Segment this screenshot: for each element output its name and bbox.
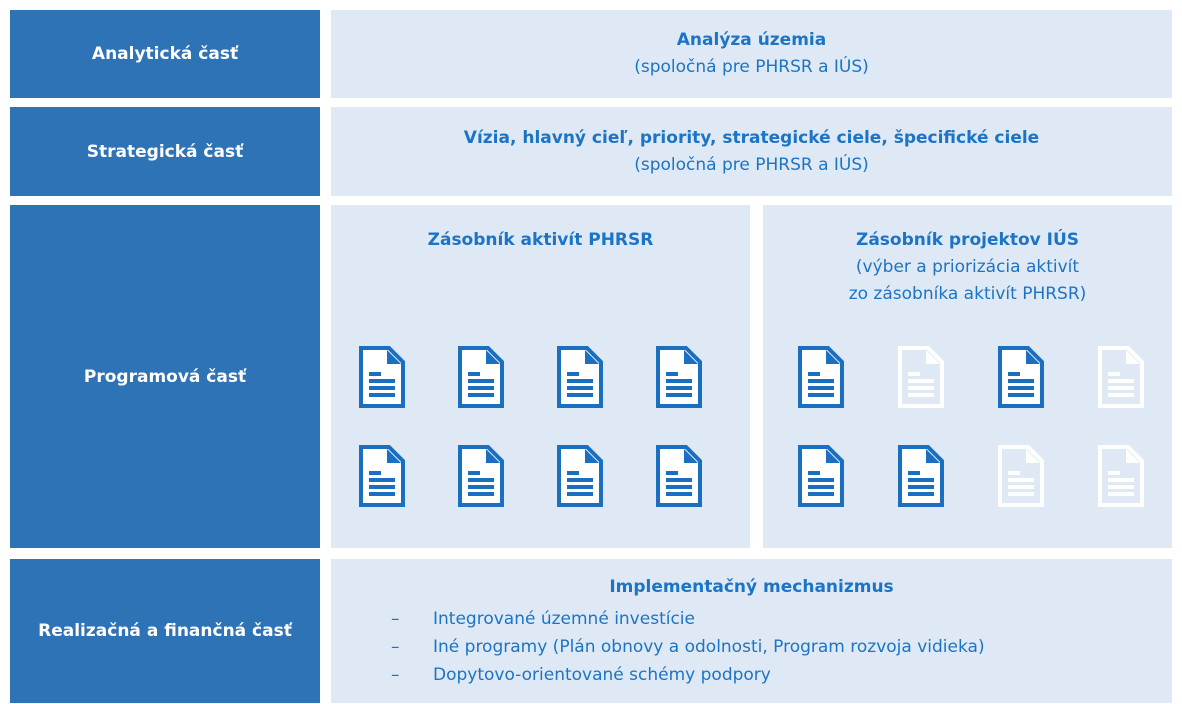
row-label-text: Realizačná a finančná časť bbox=[38, 621, 292, 641]
document-icon bbox=[798, 445, 844, 516]
row-subtitle: (spoločná pre PHRSR a IÚS) bbox=[634, 57, 869, 77]
row-content-analytic: Analýza územia (spoločná pre PHRSR a IÚS… bbox=[331, 10, 1172, 98]
document-outline-icon bbox=[1098, 445, 1144, 516]
document-icon bbox=[557, 346, 603, 417]
row-title: Vízia, hlavný cieľ, priority, strategick… bbox=[463, 127, 1040, 148]
row-label-implementation: Realizačná a finančná časť bbox=[10, 559, 320, 703]
list-item: – Integrované územné investície bbox=[391, 605, 985, 633]
document-outline-icon bbox=[1098, 346, 1144, 417]
row-label-strategic: Strategická časť bbox=[10, 107, 320, 196]
row-label-text: Analytická časť bbox=[91, 44, 239, 64]
row-label-analytic: Analytická časť bbox=[10, 10, 320, 98]
document-icon bbox=[998, 346, 1044, 417]
document-icon bbox=[898, 445, 944, 516]
activity-pool-title: Zásobník aktivít PHRSR bbox=[427, 230, 654, 250]
list-item: – Iné programy (Plán obnovy a odolnosti, … bbox=[391, 633, 985, 661]
list-item-text: Dopytovo-orientované schémy podpory bbox=[433, 664, 771, 685]
document-icon bbox=[798, 346, 844, 417]
dash-marker: – bbox=[391, 636, 400, 657]
activity-pool-column: Zásobník aktivít PHRSR bbox=[331, 205, 750, 548]
list-item: – Dopytovo-orientované schémy podpory bbox=[391, 661, 985, 689]
row-label-programme: Programová časť bbox=[10, 205, 320, 548]
dash-marker: – bbox=[391, 664, 400, 685]
document-icon bbox=[656, 445, 702, 516]
document-icon bbox=[656, 346, 702, 417]
project-pool-title: Zásobník projektov IÚS bbox=[856, 230, 1079, 250]
row-subtitle: (spoločná pre PHRSR a IÚS) bbox=[634, 154, 869, 175]
document-icon bbox=[359, 346, 405, 417]
row-label-text: Strategická časť bbox=[86, 141, 244, 162]
list-item-text: Integrované územné investície bbox=[433, 608, 695, 629]
row-content-strategic: Vízia, hlavný cieľ, priority, strategick… bbox=[331, 107, 1172, 196]
document-outline-icon bbox=[998, 445, 1044, 516]
document-outline-icon bbox=[898, 346, 944, 417]
document-icon bbox=[557, 445, 603, 516]
document-icon bbox=[458, 346, 504, 417]
document-icon bbox=[458, 445, 504, 516]
project-pool-column: Zásobník projektov IÚS (výber a priorizá… bbox=[763, 205, 1172, 548]
list-item-text: Iné programy (Plán obnovy a odolnosti, P… bbox=[433, 636, 985, 657]
row-content-implementation: Implementačný mechanizmus – Integrované ú… bbox=[331, 559, 1172, 703]
row-title: Analýza územia bbox=[676, 30, 827, 50]
document-icon bbox=[359, 445, 405, 516]
project-pool-subtitle-line2: zo zásobníka aktivít PHRSR) bbox=[848, 284, 1087, 304]
dash-marker: – bbox=[391, 608, 400, 629]
mechanism-list: – Integrované územné investície – Iné prog… bbox=[391, 605, 985, 689]
row-label-text: Programová časť bbox=[83, 366, 247, 387]
row-title: Implementačný mechanizmus bbox=[609, 576, 894, 597]
project-pool-subtitle-line1: (výber a priorizácia aktivít bbox=[855, 257, 1080, 277]
